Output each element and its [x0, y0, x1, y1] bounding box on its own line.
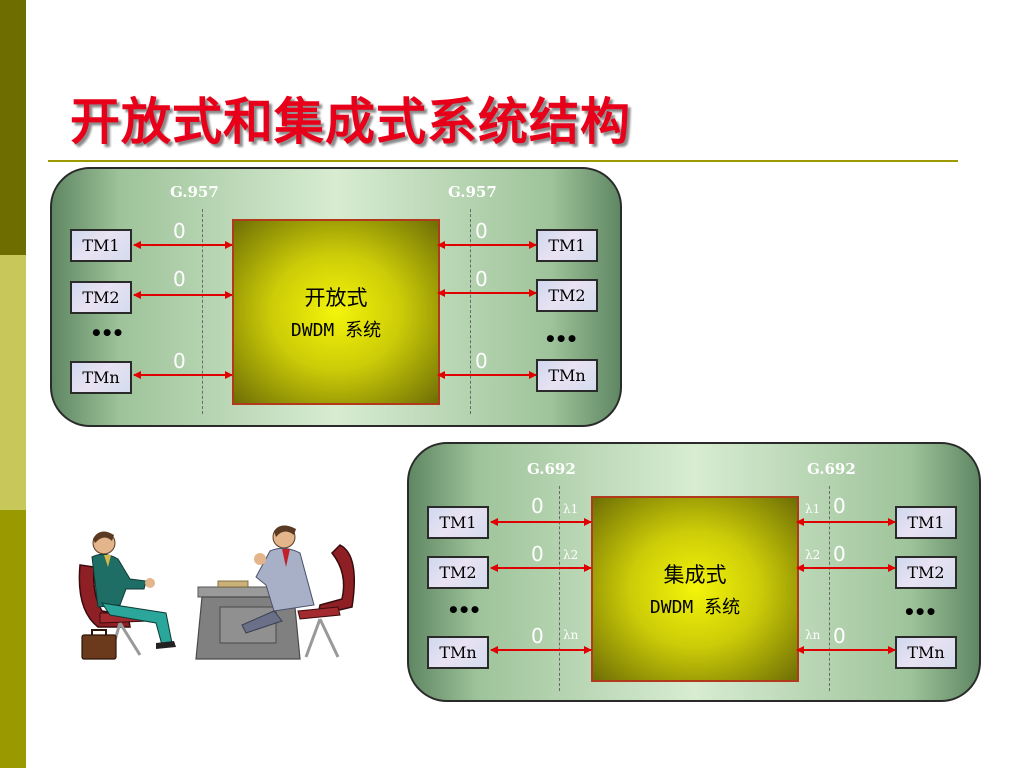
open-fiber-connector-icon: 0 — [475, 267, 488, 291]
open-core-title: 开放式 — [304, 286, 368, 310]
open-fiber-connector-icon: 0 — [173, 267, 186, 291]
integrated-fiber-connector-icon: 0 — [531, 494, 544, 518]
open-fiber-connector-icon: 0 — [173, 219, 186, 243]
integrated-right-terminal-tm2: TM2 — [895, 556, 957, 589]
meeting-clipart-illustration — [78, 525, 355, 660]
integrated-std-left-label: G.692 — [527, 460, 576, 478]
open-left-terminal-tm2: TM2 — [70, 281, 132, 314]
integrated-fiber-connector-icon: 0 — [531, 624, 544, 648]
integrated-fiber-connector-icon: 0 — [833, 542, 846, 566]
integrated-fiber-connector-icon: 0 — [833, 494, 846, 518]
integrated-system-panel: G.692 G.692 TM1 TM2 ••• TMn TM1 TM2 ••• … — [407, 442, 981, 702]
open-reference-line-right — [470, 209, 471, 414]
integrated-right-ellipsis: ••• — [903, 600, 937, 624]
sidebar-stripe-middle — [0, 255, 26, 510]
integrated-reference-line-right — [829, 486, 830, 691]
integrated-std-right-label: G.692 — [807, 460, 856, 478]
integrated-left-terminal-tm2: TM2 — [427, 556, 489, 589]
open-dwdm-core: 开放式 DWDM 系统 — [232, 219, 440, 405]
left-businessman — [91, 531, 176, 649]
open-reference-line-left — [202, 209, 203, 414]
integrated-right-wavelength-n: λn — [805, 628, 821, 642]
integrated-core-title: 集成式 — [663, 563, 727, 587]
open-left-terminal-tmn: TMn — [70, 361, 132, 394]
integrated-left-ellipsis: ••• — [447, 598, 481, 622]
open-fiber-connector-icon: 0 — [475, 219, 488, 243]
right-chair — [297, 544, 355, 658]
open-std-right-label: G.957 — [448, 183, 497, 201]
integrated-dwdm-core: 集成式 DWDM 系统 — [591, 496, 799, 682]
sidebar-stripe-bottom — [0, 510, 26, 768]
integrated-left-terminal-tm1: TM1 — [427, 506, 489, 539]
integrated-fiber-connector-icon: 0 — [833, 624, 846, 648]
integrated-left-wavelength-1: λ1 — [563, 502, 579, 516]
integrated-fiber-connector-icon: 0 — [531, 542, 544, 566]
right-businessman — [241, 525, 315, 634]
open-left-terminal-tm1: TM1 — [70, 229, 132, 262]
integrated-right-wavelength-1: λ1 — [805, 502, 821, 516]
open-right-terminal-tmn: TMn — [536, 359, 598, 392]
integrated-core-subtitle: DWDM 系统 — [649, 597, 741, 618]
integrated-right-terminal-tm1: TM1 — [895, 506, 957, 539]
integrated-link-arrows — [490, 518, 896, 654]
integrated-left-wavelength-2: λ2 — [563, 548, 579, 562]
open-link-arrows — [133, 241, 537, 379]
integrated-left-wavelength-n: λn — [563, 628, 579, 642]
open-fiber-connector-icon: 0 — [173, 349, 186, 373]
integrated-right-terminal-tmn: TMn — [895, 636, 957, 669]
open-std-left-label: G.957 — [170, 183, 219, 201]
integrated-left-terminal-tmn: TMn — [427, 636, 489, 669]
integrated-reference-line-left — [559, 486, 560, 691]
integrated-right-wavelength-2: λ2 — [805, 548, 821, 562]
open-right-terminal-tm1: TM1 — [536, 229, 598, 262]
open-right-ellipsis: ••• — [544, 327, 578, 351]
open-left-ellipsis: ••• — [90, 321, 124, 345]
briefcase-icon — [81, 629, 117, 660]
open-core-subtitle: DWDM 系统 — [290, 320, 382, 341]
sidebar-stripe-top — [0, 0, 26, 255]
title-divider — [48, 160, 958, 162]
open-system-panel: G.957 G.957 TM1 TM2 ••• TMn TM1 TM2 ••• … — [50, 167, 622, 427]
open-right-terminal-tm2: TM2 — [536, 279, 598, 312]
open-fiber-connector-icon: 0 — [475, 349, 488, 373]
slide-title: 开放式和集成式系统结构 — [70, 93, 631, 151]
